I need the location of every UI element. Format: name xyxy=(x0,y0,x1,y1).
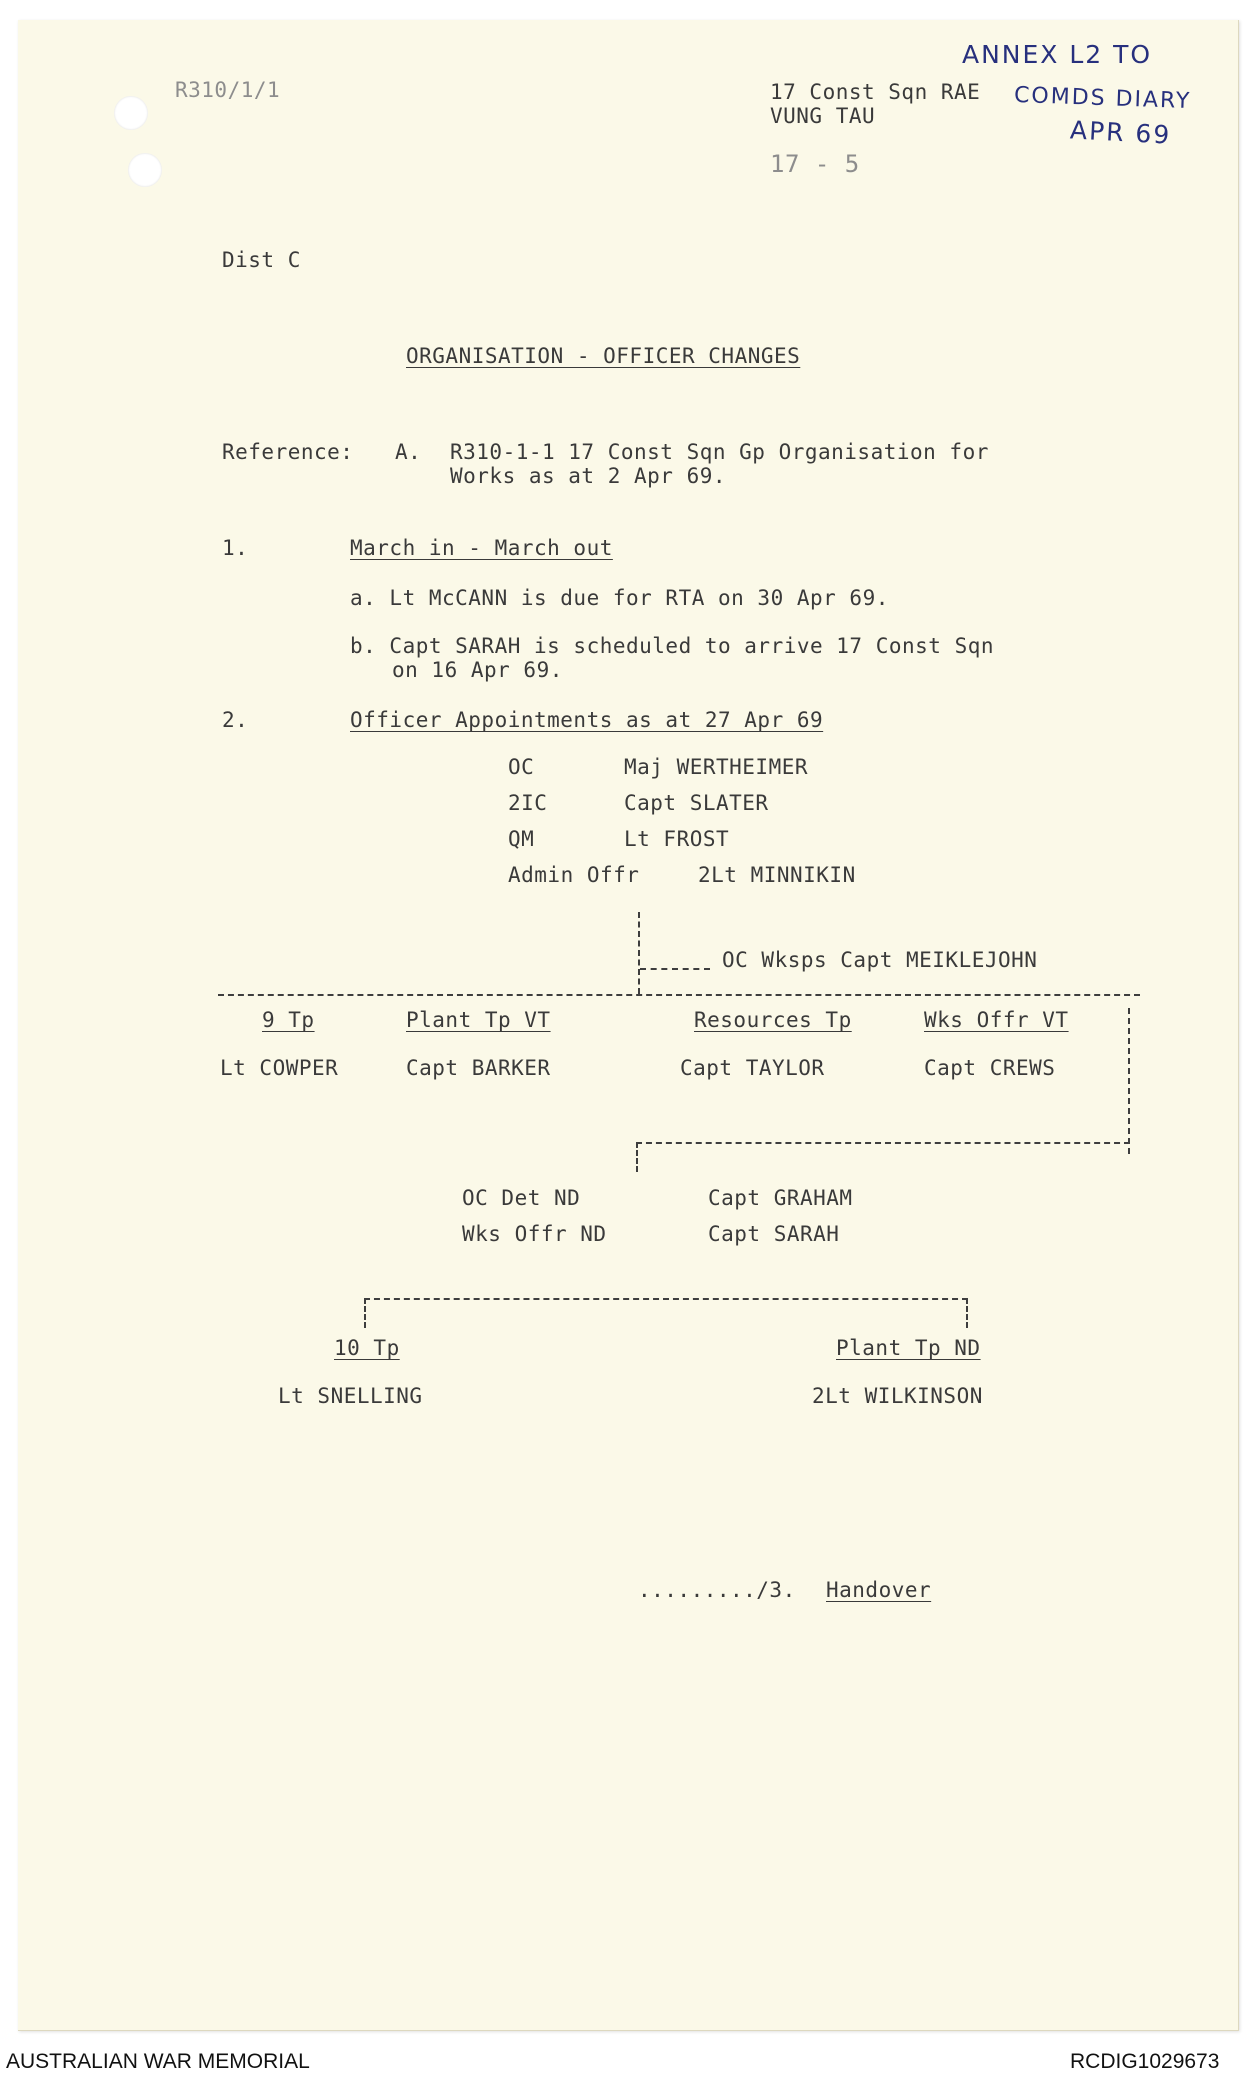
continuation-dots: ........./3. xyxy=(638,1578,796,1602)
sub-troop-title: 10 Tp xyxy=(334,1336,400,1360)
troop-title: Plant Tp VT xyxy=(406,1008,551,1032)
section-1-item-b-line-2: on 16 Apr 69. xyxy=(392,658,563,682)
unit-name: 17 Const Sqn RAE xyxy=(770,80,981,104)
distribution: Dist C xyxy=(222,248,301,272)
continuation-label: Handover xyxy=(826,1578,932,1602)
section-1-heading: March in - March out xyxy=(350,536,613,560)
detachment-name: Capt SARAH xyxy=(708,1222,840,1246)
appointment-role: Admin Offr xyxy=(508,863,640,887)
punch-hole-top xyxy=(114,96,148,130)
org-line-sub-troops xyxy=(364,1298,968,1300)
footer-record-id: RCDIG1029673 xyxy=(1070,2050,1220,2073)
org-line-sub-right xyxy=(966,1298,968,1328)
annotation-line-3: APR 69 xyxy=(1069,115,1173,150)
appointment-name: Capt SLATER xyxy=(624,791,769,815)
troop-officer: Lt COWPER xyxy=(220,1056,339,1080)
troop-title: Resources Tp xyxy=(694,1008,852,1032)
appointment-role: QM xyxy=(508,827,535,851)
workshops-officer: OC Wksps Capt MEIKLEJOHN xyxy=(722,948,1038,972)
footer-archive-name: AUSTRALIAN WAR MEMORIAL xyxy=(6,2050,310,2073)
file-reference: R310/1/1 xyxy=(175,78,281,102)
org-line-workshops xyxy=(640,968,710,970)
annotation-line-1: ANNEX L2 TO xyxy=(962,40,1153,69)
troop-officer: Capt TAYLOR xyxy=(680,1056,825,1080)
troop-officer: Capt CREWS xyxy=(924,1056,1056,1080)
org-line-detachment-drop xyxy=(636,1142,638,1172)
detachment-role: Wks Offr ND xyxy=(462,1222,607,1246)
reference-line-1: R310-1-1 17 Const Sqn Gp Organisation fo… xyxy=(450,440,989,464)
document-title: ORGANISATION - OFFICER CHANGES xyxy=(406,344,801,368)
section-1-number: 1. xyxy=(222,536,249,560)
section-1-item-a: a. Lt McCANN is due for RTA on 30 Apr 69… xyxy=(350,586,889,610)
org-line-right-drop xyxy=(1128,1008,1130,1154)
appointment-name: Maj WERTHEIMER xyxy=(624,755,809,779)
section-1-item-b-line-1: b. Capt SARAH is scheduled to arrive 17 … xyxy=(350,634,995,658)
detachment-name: Capt GRAHAM xyxy=(708,1186,853,1210)
section-2-heading: Officer Appointments as at 27 Apr 69 xyxy=(350,708,824,732)
reference-line-2: Works as at 2 Apr 69. xyxy=(450,464,727,488)
sub-troop-officer: Lt SNELLING xyxy=(278,1384,423,1408)
appointment-role: 2IC xyxy=(508,791,548,815)
unit-location: VUNG TAU xyxy=(770,104,876,128)
troop-officer: Capt BARKER xyxy=(406,1056,551,1080)
appointment-role: OC xyxy=(508,755,535,779)
org-line-troops xyxy=(218,994,1140,996)
reference-label: Reference: xyxy=(222,440,354,464)
section-2-number: 2. xyxy=(222,708,249,732)
org-line-detachment xyxy=(636,1142,1130,1144)
document-page xyxy=(18,20,1239,2031)
detachment-role: OC Det ND xyxy=(462,1186,581,1210)
troop-title: 9 Tp xyxy=(262,1008,315,1032)
org-line-vertical-main xyxy=(638,912,640,994)
date-stamp: 17 - 5 xyxy=(770,150,860,178)
appointment-name: Lt FROST xyxy=(624,827,730,851)
punch-hole-bottom xyxy=(128,153,162,187)
sub-troop-officer: 2Lt WILKINSON xyxy=(812,1384,983,1408)
troop-title: Wks Offr VT xyxy=(924,1008,1069,1032)
org-line-sub-left xyxy=(364,1298,366,1328)
sub-troop-title: Plant Tp ND xyxy=(836,1336,981,1360)
reference-item: A. xyxy=(395,440,422,464)
appointment-name: 2Lt MINNIKIN xyxy=(698,863,856,887)
